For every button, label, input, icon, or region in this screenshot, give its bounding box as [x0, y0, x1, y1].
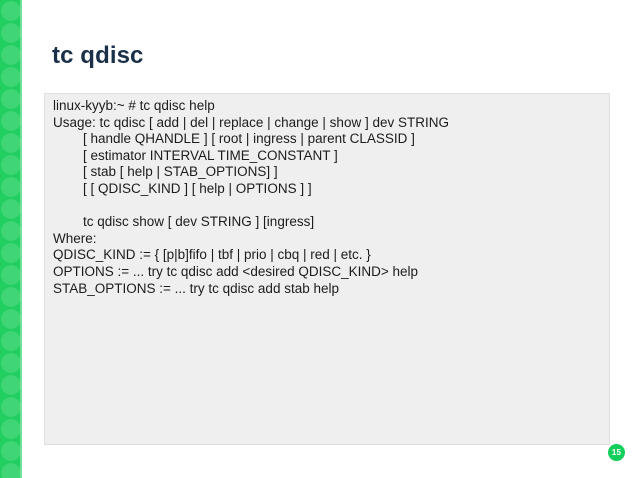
- terminal-line: tc qdisc show [ dev STRING ] [ingress]: [53, 214, 315, 230]
- terminal-line: [ stab [ help | STAB_OPTIONS] ]: [53, 164, 278, 180]
- terminal-line: linux-kyyb:~ # tc qdisc help: [53, 98, 215, 113]
- terminal-line: [53, 198, 605, 215]
- terminal-line: Usage: tc qdisc [ add | del | replace | …: [53, 114, 449, 130]
- decorative-green-sidebar: [0, 0, 22, 478]
- dot-pattern-texture: [0, 0, 22, 478]
- page-number-badge: 15: [608, 444, 625, 461]
- page-title: tc qdisc: [52, 42, 144, 69]
- terminal-line: [ handle QHANDLE ] [ root | ingress | pa…: [53, 131, 415, 147]
- terminal-line: Where:: [53, 230, 97, 246]
- terminal-line: STAB_OPTIONS := ... try tc qdisc add sta…: [53, 280, 339, 296]
- terminal-line: QDISC_KIND := { [p|b]fifo | tbf | prio |…: [53, 247, 371, 263]
- sidebar-edge-highlight: [20, 0, 22, 478]
- terminal-line: [ estimator INTERVAL TIME_CONSTANT ]: [53, 147, 338, 163]
- terminal-line: OPTIONS := ... try tc qdisc add <desired…: [53, 263, 419, 279]
- terminal-line: [ [ QDISC_KIND ] [ help | OPTIONS ] ]: [53, 180, 312, 196]
